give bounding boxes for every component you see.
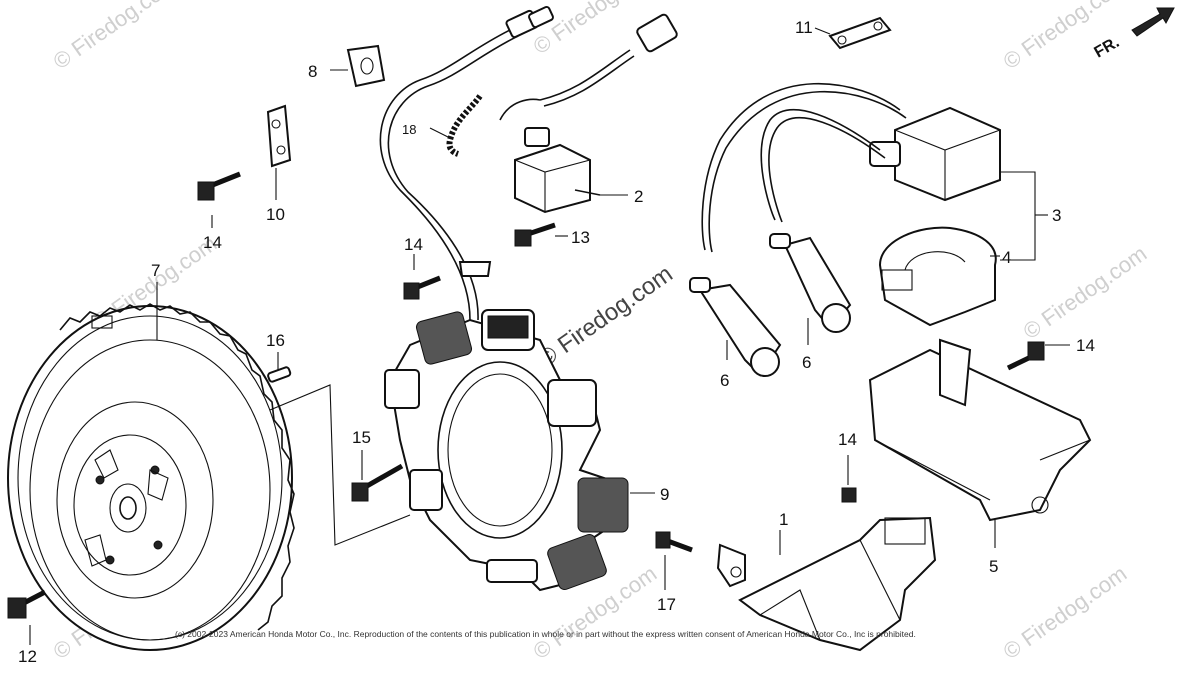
bolt-14-right [1006, 341, 1045, 371]
charge-coil-stator [384, 309, 629, 592]
bolt-14-upper-left [197, 171, 241, 201]
clamp-plate [828, 16, 892, 50]
bolt-14-center [403, 275, 441, 300]
watermark: © Firedog.com [999, 561, 1132, 664]
callout-3: 3 [1052, 206, 1061, 225]
wire-clip [716, 543, 746, 588]
spark-plug-cap-right [769, 233, 852, 333]
watermark: © Firedog.com [49, 0, 182, 74]
front-direction-indicator: FR. [1092, 7, 1175, 62]
mounting-bracket-lower [738, 516, 937, 652]
callout-1: 1 [779, 510, 788, 529]
callout-11: 11 [795, 18, 813, 37]
woodruff-key [267, 366, 292, 383]
callout-6-left: 6 [720, 371, 729, 390]
callout-13: 13 [571, 228, 590, 247]
callout-5: 5 [989, 557, 998, 576]
callout-14-lower-right: 14 [838, 430, 857, 449]
callout-2: 2 [634, 187, 643, 206]
ignition-coil [701, 82, 1001, 253]
callout-6-right: 6 [802, 353, 811, 372]
callout-7: 7 [151, 261, 160, 280]
callout-14-upper-left: 14 [203, 233, 222, 252]
bolt-15 [351, 463, 404, 502]
bolt-17 [655, 531, 693, 553]
bolt-13 [514, 222, 556, 247]
callout-16: 16 [266, 331, 285, 350]
center-watermark: © Firedog.com [533, 260, 678, 373]
callout-14-right: 14 [1076, 336, 1095, 355]
bolt-12 [7, 589, 47, 619]
flywheel [7, 303, 295, 651]
callout-8: 8 [308, 62, 317, 81]
callout-4: 4 [1002, 248, 1011, 267]
callout-labels: 1 2 3 4 5 6 6 7 8 9 10 11 12 13 14 14 14… [18, 18, 1095, 666]
callout-12: 12 [18, 647, 37, 666]
leader-lines [29, 27, 1070, 645]
front-arrow-icon [1131, 7, 1175, 37]
callout-9: 9 [660, 485, 669, 504]
coil-bracket [878, 226, 997, 327]
callout-18: 18 [402, 122, 416, 137]
callout-15: 15 [352, 428, 371, 447]
bolt-14-lower-right [841, 487, 857, 503]
callout-14-center: 14 [404, 235, 423, 254]
watermark: © Firedog.com [1019, 241, 1152, 344]
mounting-bracket-upper [868, 338, 1092, 522]
harness-clip [346, 44, 386, 88]
callout-10: 10 [266, 205, 285, 224]
stay-plate [266, 104, 292, 168]
front-direction-label: FR. [1092, 34, 1123, 62]
corrugated-tube [446, 94, 483, 157]
stator-wiring [379, 5, 678, 321]
callout-17: 17 [657, 595, 676, 614]
copyright-notice: (c) 2002-2023 American Honda Motor Co., … [175, 629, 916, 639]
control-unit [499, 98, 601, 214]
spark-plug-cap-left [689, 277, 782, 377]
